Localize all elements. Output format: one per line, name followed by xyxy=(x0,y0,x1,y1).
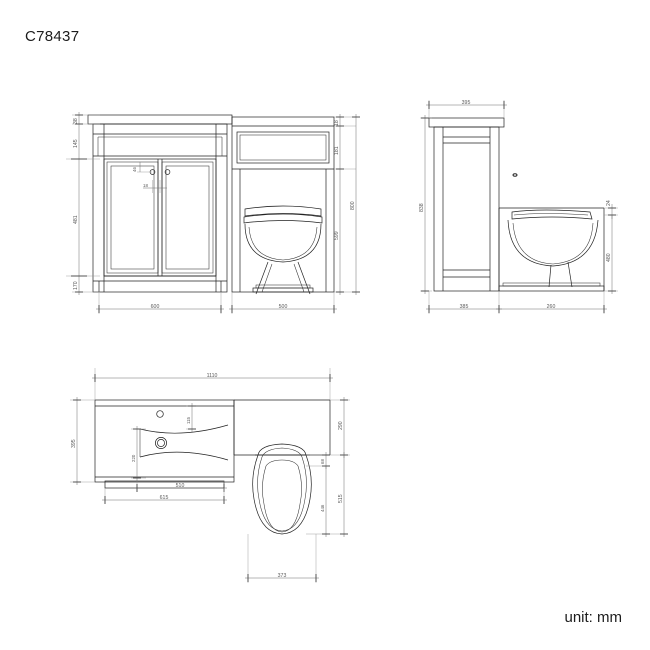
dim-plan-toilet-width: 373 xyxy=(278,573,287,579)
dim-toilet-top-rail: 18 xyxy=(334,120,340,126)
dim-side-pan-height: 480 xyxy=(606,253,612,262)
dim-vanity-plinth: 170 xyxy=(73,281,79,290)
dim-plan-overall-width: 1110 xyxy=(207,373,218,379)
dim-plan-basin-width: 510 xyxy=(176,483,185,489)
dim-handle-offset: 18 xyxy=(143,183,148,188)
dim-vanity-top-rail: 38 xyxy=(73,118,79,124)
dim-handle-offset-vertical: 46 xyxy=(132,167,137,172)
side-elevation: 838 395 24 480 xyxy=(419,100,618,314)
dim-plan-cistern-depth: 68 xyxy=(320,459,325,464)
dim-toilet-cistern-panel: 181 xyxy=(334,146,340,155)
dim-plan-vanity-depth: 395 xyxy=(71,439,77,448)
unit-note: unit: mm xyxy=(564,609,622,626)
dim-plan-vanity-width: 615 xyxy=(160,495,169,501)
toilet-front-elevation: 18 181 599 800 500 xyxy=(229,114,360,314)
dim-vanity-width: 600 xyxy=(151,304,160,310)
dim-side-vanity-depth: 385 xyxy=(460,304,469,310)
dim-plan-pan-depth: 446 xyxy=(320,504,325,512)
plan-view: 1110 395 115 220 xyxy=(70,368,350,583)
dim-side-overall-height: 838 xyxy=(419,203,425,212)
dim-plan-toilet-zone-depth: 290 xyxy=(338,421,344,430)
dim-side-top-width: 395 xyxy=(462,100,471,106)
dim-vanity-door: 481 xyxy=(73,215,79,224)
dim-toilet-overall-height: 800 xyxy=(350,201,356,210)
dim-toilet-width: 500 xyxy=(279,304,288,310)
dim-side-seat-rim: 24 xyxy=(606,200,612,206)
dim-side-toilet-depth: 260 xyxy=(547,304,556,310)
vanity-front-elevation: 46 18 38 145 481 170 xyxy=(66,112,233,314)
page-title: C78437 xyxy=(25,28,80,45)
dim-plan-toilet-total-depth: 515 xyxy=(338,494,344,503)
dim-plan-tap-hole-offset: 115 xyxy=(186,416,191,424)
dim-plan-basin-inner: 220 xyxy=(131,454,136,462)
dim-toilet-pan-height: 599 xyxy=(334,231,340,240)
dim-vanity-drawer: 145 xyxy=(73,139,79,148)
